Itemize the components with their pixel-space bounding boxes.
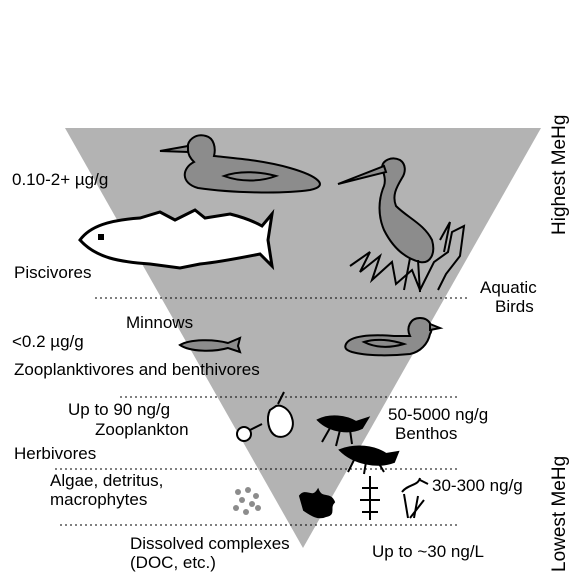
algae-label-2: macrophytes — [50, 490, 147, 509]
algae-concentration: 30-300 ng/g — [432, 476, 523, 495]
zooplanktivores-label: Zooplanktivores and benthivores — [14, 360, 260, 379]
aquatic-birds-label-1: Aquatic — [480, 278, 537, 297]
algae-dots-icon — [233, 487, 261, 515]
lowest-mehg-label: Lowest MeHg — [549, 456, 569, 572]
zooplankton-label: Zooplankton — [95, 420, 189, 439]
benthos-concentration: 50-5000 ng/g — [388, 405, 488, 424]
minnows-label: Minnows — [126, 313, 193, 332]
herbivores-label: Herbivores — [14, 444, 96, 463]
dissolved-concentration: Up to ~30 ng/L — [372, 542, 484, 561]
highest-mehg-label: Highest MeHg — [549, 115, 569, 235]
zooplankton-concentration: Up to 90 ng/g — [68, 400, 170, 419]
minnow-concentration: <0.2 µg/g — [12, 332, 84, 351]
benthos-label: Benthos — [395, 424, 457, 443]
dissolved-label-1: Dissolved complexes — [130, 534, 290, 553]
aquatic-birds-label-2: Birds — [495, 297, 534, 316]
dissolved-label-2: (DOC, etc.) — [130, 553, 216, 572]
piscivores-label: Piscivores — [14, 263, 91, 282]
piscivore-concentration: 0.10-2+ µg/g — [12, 170, 108, 189]
algae-label-1: Algae, detritus, — [50, 471, 163, 490]
